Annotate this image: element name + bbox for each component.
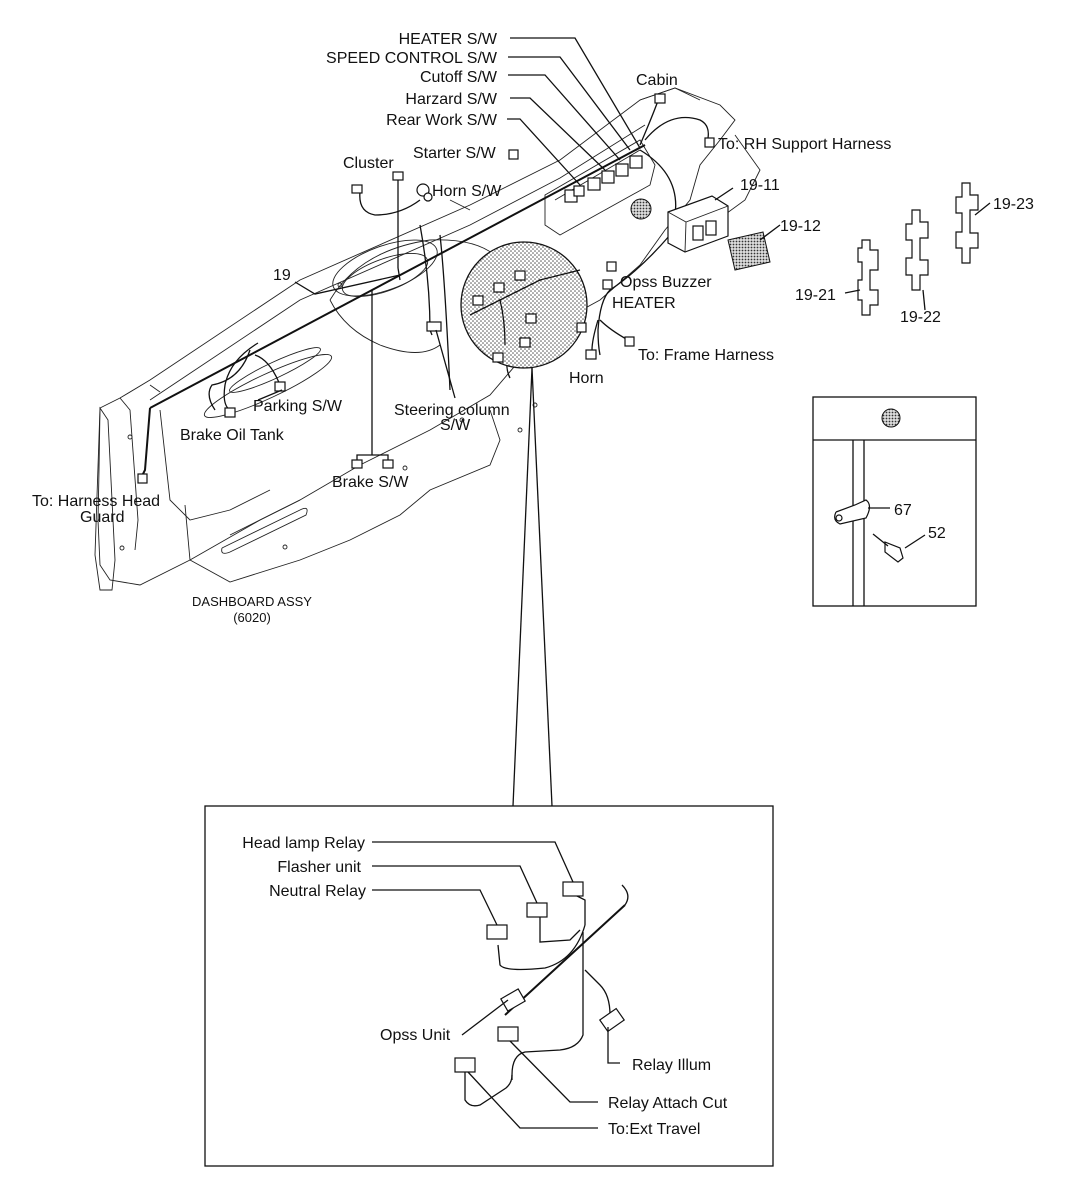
- label-steering-column: Steering column: [394, 402, 510, 419]
- label-speed-control-sw: SPEED CONTROL S/W: [326, 50, 498, 67]
- part-number-19: 19: [273, 267, 291, 284]
- title-assy-number: (6020): [233, 610, 271, 625]
- label-relay-attach-cut: Relay Attach Cut: [608, 1095, 728, 1112]
- label-heater: HEATER: [612, 295, 676, 312]
- label-horn-sw: Horn S/W: [432, 183, 502, 200]
- detail-callout-circle: [460, 241, 588, 807]
- relay-detail-box: [204, 805, 774, 1167]
- label-head-guard-1: To: Harness Head: [32, 493, 160, 510]
- label-harzard-sw: Harzard S/W: [405, 91, 497, 108]
- label-starter-sw: Starter S/W: [413, 145, 497, 162]
- bracket-19-22: [905, 209, 929, 291]
- label-head-guard-2: Guard: [80, 509, 124, 526]
- label-parking-sw: Parking S/W: [253, 398, 343, 415]
- part-number-19-11: 19-11: [740, 177, 780, 194]
- clamp-inset: [812, 396, 977, 607]
- label-horn: Horn: [569, 370, 604, 387]
- part-number-52: 52: [928, 525, 946, 542]
- part-number-67: 67: [894, 502, 912, 519]
- title-dashboard-assy: DASHBOARD ASSY: [192, 594, 312, 609]
- main-harness: [137, 93, 715, 484]
- label-brake-oil-tank: Brake Oil Tank: [180, 427, 285, 444]
- relay-19-11: [667, 195, 729, 253]
- label-frame-harness: To: Frame Harness: [638, 347, 774, 364]
- label-cluster: Cluster: [343, 155, 394, 172]
- label-head-lamp-relay: Head lamp Relay: [242, 835, 365, 852]
- label-brake-sw: Brake S/W: [332, 474, 409, 491]
- label-ext-travel: To:Ext Travel: [608, 1121, 700, 1138]
- part-number-19-22: 19-22: [900, 309, 941, 326]
- label-cutoff-sw: Cutoff S/W: [420, 69, 498, 86]
- pad-19-12: [727, 231, 771, 271]
- label-steering-column-sw: S/W: [440, 417, 471, 434]
- label-heater-sw: HEATER S/W: [399, 31, 498, 48]
- label-cabin: Cabin: [636, 72, 678, 89]
- label-rear-work-sw: Rear Work S/W: [386, 112, 498, 129]
- label-opss-unit: Opss Unit: [380, 1027, 451, 1044]
- label-opss-buzzer: Opss Buzzer: [620, 274, 712, 291]
- part-number-19-12: 19-12: [780, 218, 821, 235]
- label-relay-illum: Relay Illum: [632, 1057, 711, 1074]
- bracket-19-21: [857, 239, 879, 316]
- label-rh-support: To: RH Support Harness: [718, 136, 891, 153]
- part-number-19-23: 19-23: [993, 196, 1034, 213]
- bracket-19-23: [955, 182, 979, 264]
- label-neutral-relay: Neutral Relay: [269, 883, 366, 900]
- label-flasher-unit: Flasher unit: [277, 859, 361, 876]
- part-number-19-21: 19-21: [795, 287, 836, 304]
- dashboard-body: [94, 87, 761, 591]
- leader-lines: [257, 37, 991, 401]
